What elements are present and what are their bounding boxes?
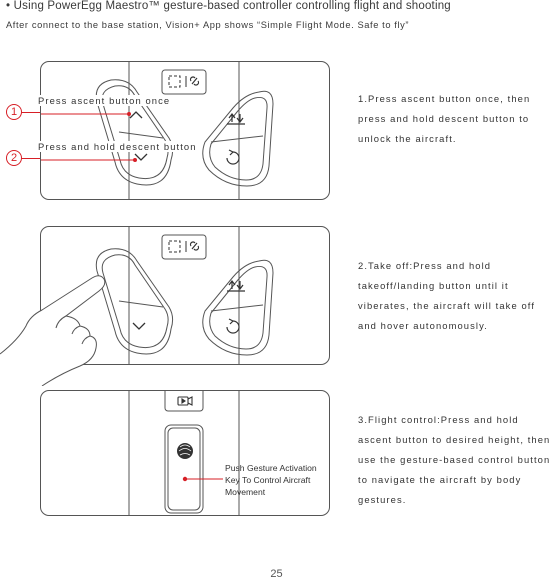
record-icon (177, 396, 193, 406)
callout-descent-label: Press and hold descent button (38, 141, 197, 152)
callout-marker-2: 2 (6, 150, 22, 166)
gesture-key-label: Push Gesture Activation Key To Control A… (225, 462, 317, 498)
callout-line-2 (20, 158, 40, 159)
callout-ascent-label: Press ascent button once (38, 95, 171, 106)
heading-text: Using PowerEgg Maestro™ gesture-based co… (13, 0, 451, 12)
callout-line-1 (20, 112, 40, 113)
bullet: • (6, 0, 11, 12)
controller-panel-unlock (40, 61, 330, 200)
controller-panel-flight (40, 390, 330, 516)
intro-text: After connect to the base station, Visio… (6, 20, 410, 30)
return-home-icon (226, 149, 240, 165)
section-heading: • Using PowerEgg Maestro™ gesture-based … (6, 0, 451, 12)
descent-arrow-icon (132, 322, 146, 330)
gesture-label-line: Movement (225, 487, 266, 497)
descent-arrow-icon (134, 153, 148, 161)
controller-panel-takeoff (40, 226, 330, 365)
page-number: 25 (270, 568, 283, 580)
pointing-hand-icon (0, 275, 106, 386)
mode-switch-icon (161, 69, 207, 95)
fingerprint-gesture-icon (177, 443, 193, 459)
controller-illustration (128, 391, 240, 515)
controller-illustration (95, 227, 274, 364)
return-home-icon (226, 318, 240, 334)
mode-switch-icon (161, 234, 207, 260)
controller-illustration (41, 62, 274, 199)
takeoff-landing-icon (227, 113, 245, 125)
ascent-arrow-icon (129, 111, 143, 119)
callout-marker-1: 1 (6, 104, 22, 120)
takeoff-landing-icon (227, 280, 245, 292)
gesture-label-line: Push Gesture Activation (225, 463, 317, 473)
step-1-description: 1.Press ascent button once, then press a… (358, 93, 531, 144)
step-2-description: 2.Take off:Press and hold takeoff/landin… (358, 260, 536, 331)
step-3-description: 3.Flight control:Press and hold ascent b… (358, 414, 551, 505)
gesture-label-line: Key To Control Aircraft (225, 475, 311, 485)
